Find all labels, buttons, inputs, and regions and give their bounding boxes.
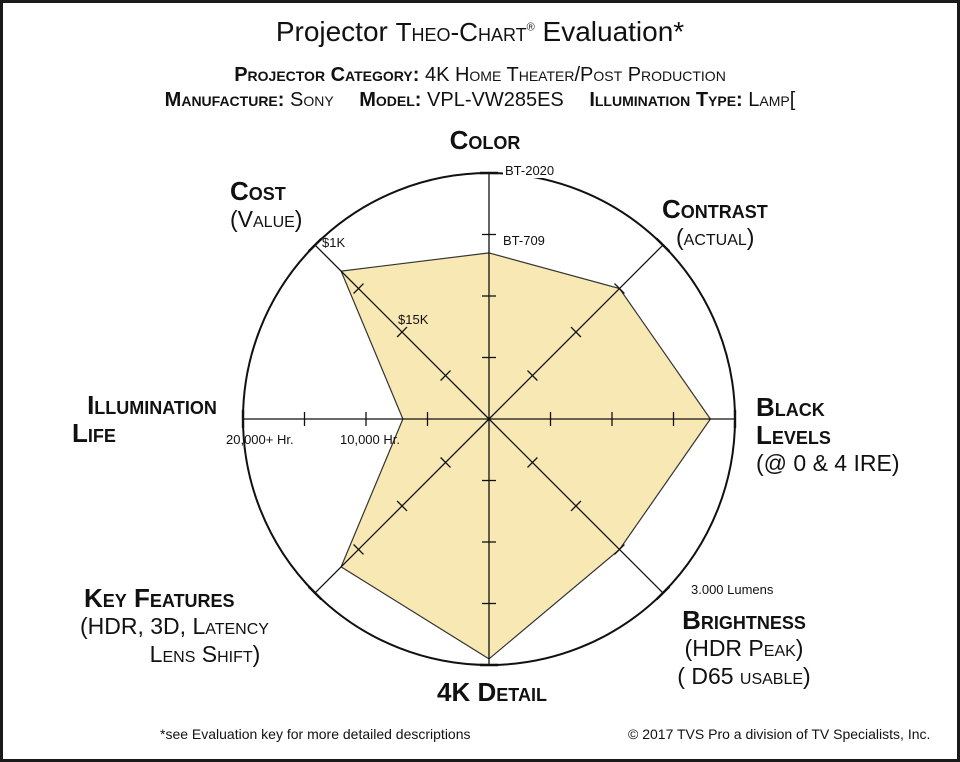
axis-subtitle-brightness-2: ( D65 usable) [677,663,811,689]
illumination-type-value: Lamp[ [748,89,796,111]
manufacture-label: Manufacture: [164,89,285,111]
tick-cost-3 [353,283,364,294]
tick-key_features-3 [353,544,364,555]
title-post: Evaluation* [542,16,685,47]
axis-subtitle-key-features-1: (HDR, 3D, Latency [80,613,269,639]
axis-label-illumination-life: Illumination Life [64,391,240,447]
tick-key_features-2 [396,500,408,512]
tick-label-20000-hr: 20,000+ Hr. [226,432,294,447]
footer-copyright: © 2017 TVS Pro a division of TV Speciali… [628,726,931,742]
tick-brightness-4 [655,585,671,601]
axis-label-cost: Cost (Value) [230,177,302,233]
tick-brightness-2 [570,500,582,512]
footer-note: *see Evaluation key for more detailed de… [160,726,471,742]
axis-title-cost: Cost [230,176,286,206]
axis-subtitle-brightness-1: (HDR Peak) [684,635,804,661]
category-label: Projector Category: [234,64,420,86]
axis-title-black: Black [756,392,825,422]
axis-subtitle-key-features-2: Lens Shift) [149,641,261,667]
tick-contrast-2 [570,326,582,338]
axis-title-contrast: Contrast [662,194,768,224]
category-line: Projector Category: 4K Home Theater/Post… [0,64,960,87]
axis-title-key-features: Key Features [84,583,235,613]
tick-label-bt709: BT-709 [503,233,545,248]
tick-label-10000-hr: 10,000 Hr. [340,432,400,447]
axis-title-life: Life [72,418,116,448]
axis-subtitle-contrast: (actual) [676,224,755,250]
title-pre: Projector [275,16,388,47]
illumination-type-label: Illumination Type: [589,89,743,111]
axis-label-contrast: Contrast (actual) [662,195,768,251]
tick-key_features-1 [440,457,451,468]
axis-label-black-levels: Black Levels (@ 0 & 4 IRE) [756,393,900,477]
registered-mark: ® [526,21,535,34]
tick-contrast-3 [614,283,625,294]
axis-label-brightness: Brightness (HDR Peak) ( D65 usable) [656,606,832,690]
axis-title-illumination: Illumination [87,390,217,420]
tick-brightness-1 [527,457,538,468]
axis-title-levels: Levels [756,420,831,450]
tick-key_features-4 [307,585,323,601]
category-value: 4K Home Theater/Post Production [424,64,726,86]
axis-title-4k-detail: 4K Detail [437,677,547,707]
axis-subtitle-black-levels: (@ 0 & 4 IRE) [756,450,900,476]
tick-cost-1 [440,370,451,381]
tick-label-lumens: 3.000 Lumens [691,582,774,597]
axis-title-color: Color [449,125,521,155]
axis-label-key-features: Key Features (HDR, 3D, Latency Lens Shif… [80,584,330,668]
tick-label-bt2020: BT-2020 [503,163,557,178]
model-label: Model: [359,89,422,111]
tick-brightness-3 [614,544,625,555]
axis-title-brightness: Brightness [682,605,806,635]
manufacture-value: Sony [290,89,334,111]
tick-cost-4 [307,237,323,253]
model-value: VPL-VW285ES [427,89,564,111]
tick-contrast-4 [655,237,671,253]
spec-line: Manufacture: Sony Model: VPL-VW285ES Ill… [0,89,960,112]
axis-subtitle-cost: (Value) [230,206,303,232]
tick-contrast-1 [527,370,538,381]
tick-cost-2 [396,326,408,338]
chart-title: Projector Theo-Chart® Evaluation* [0,16,960,48]
title-brand: Theo-Chart [395,17,527,47]
tick-label-15k: $15K [398,312,429,327]
tick-label-1k: $1K [322,235,346,250]
